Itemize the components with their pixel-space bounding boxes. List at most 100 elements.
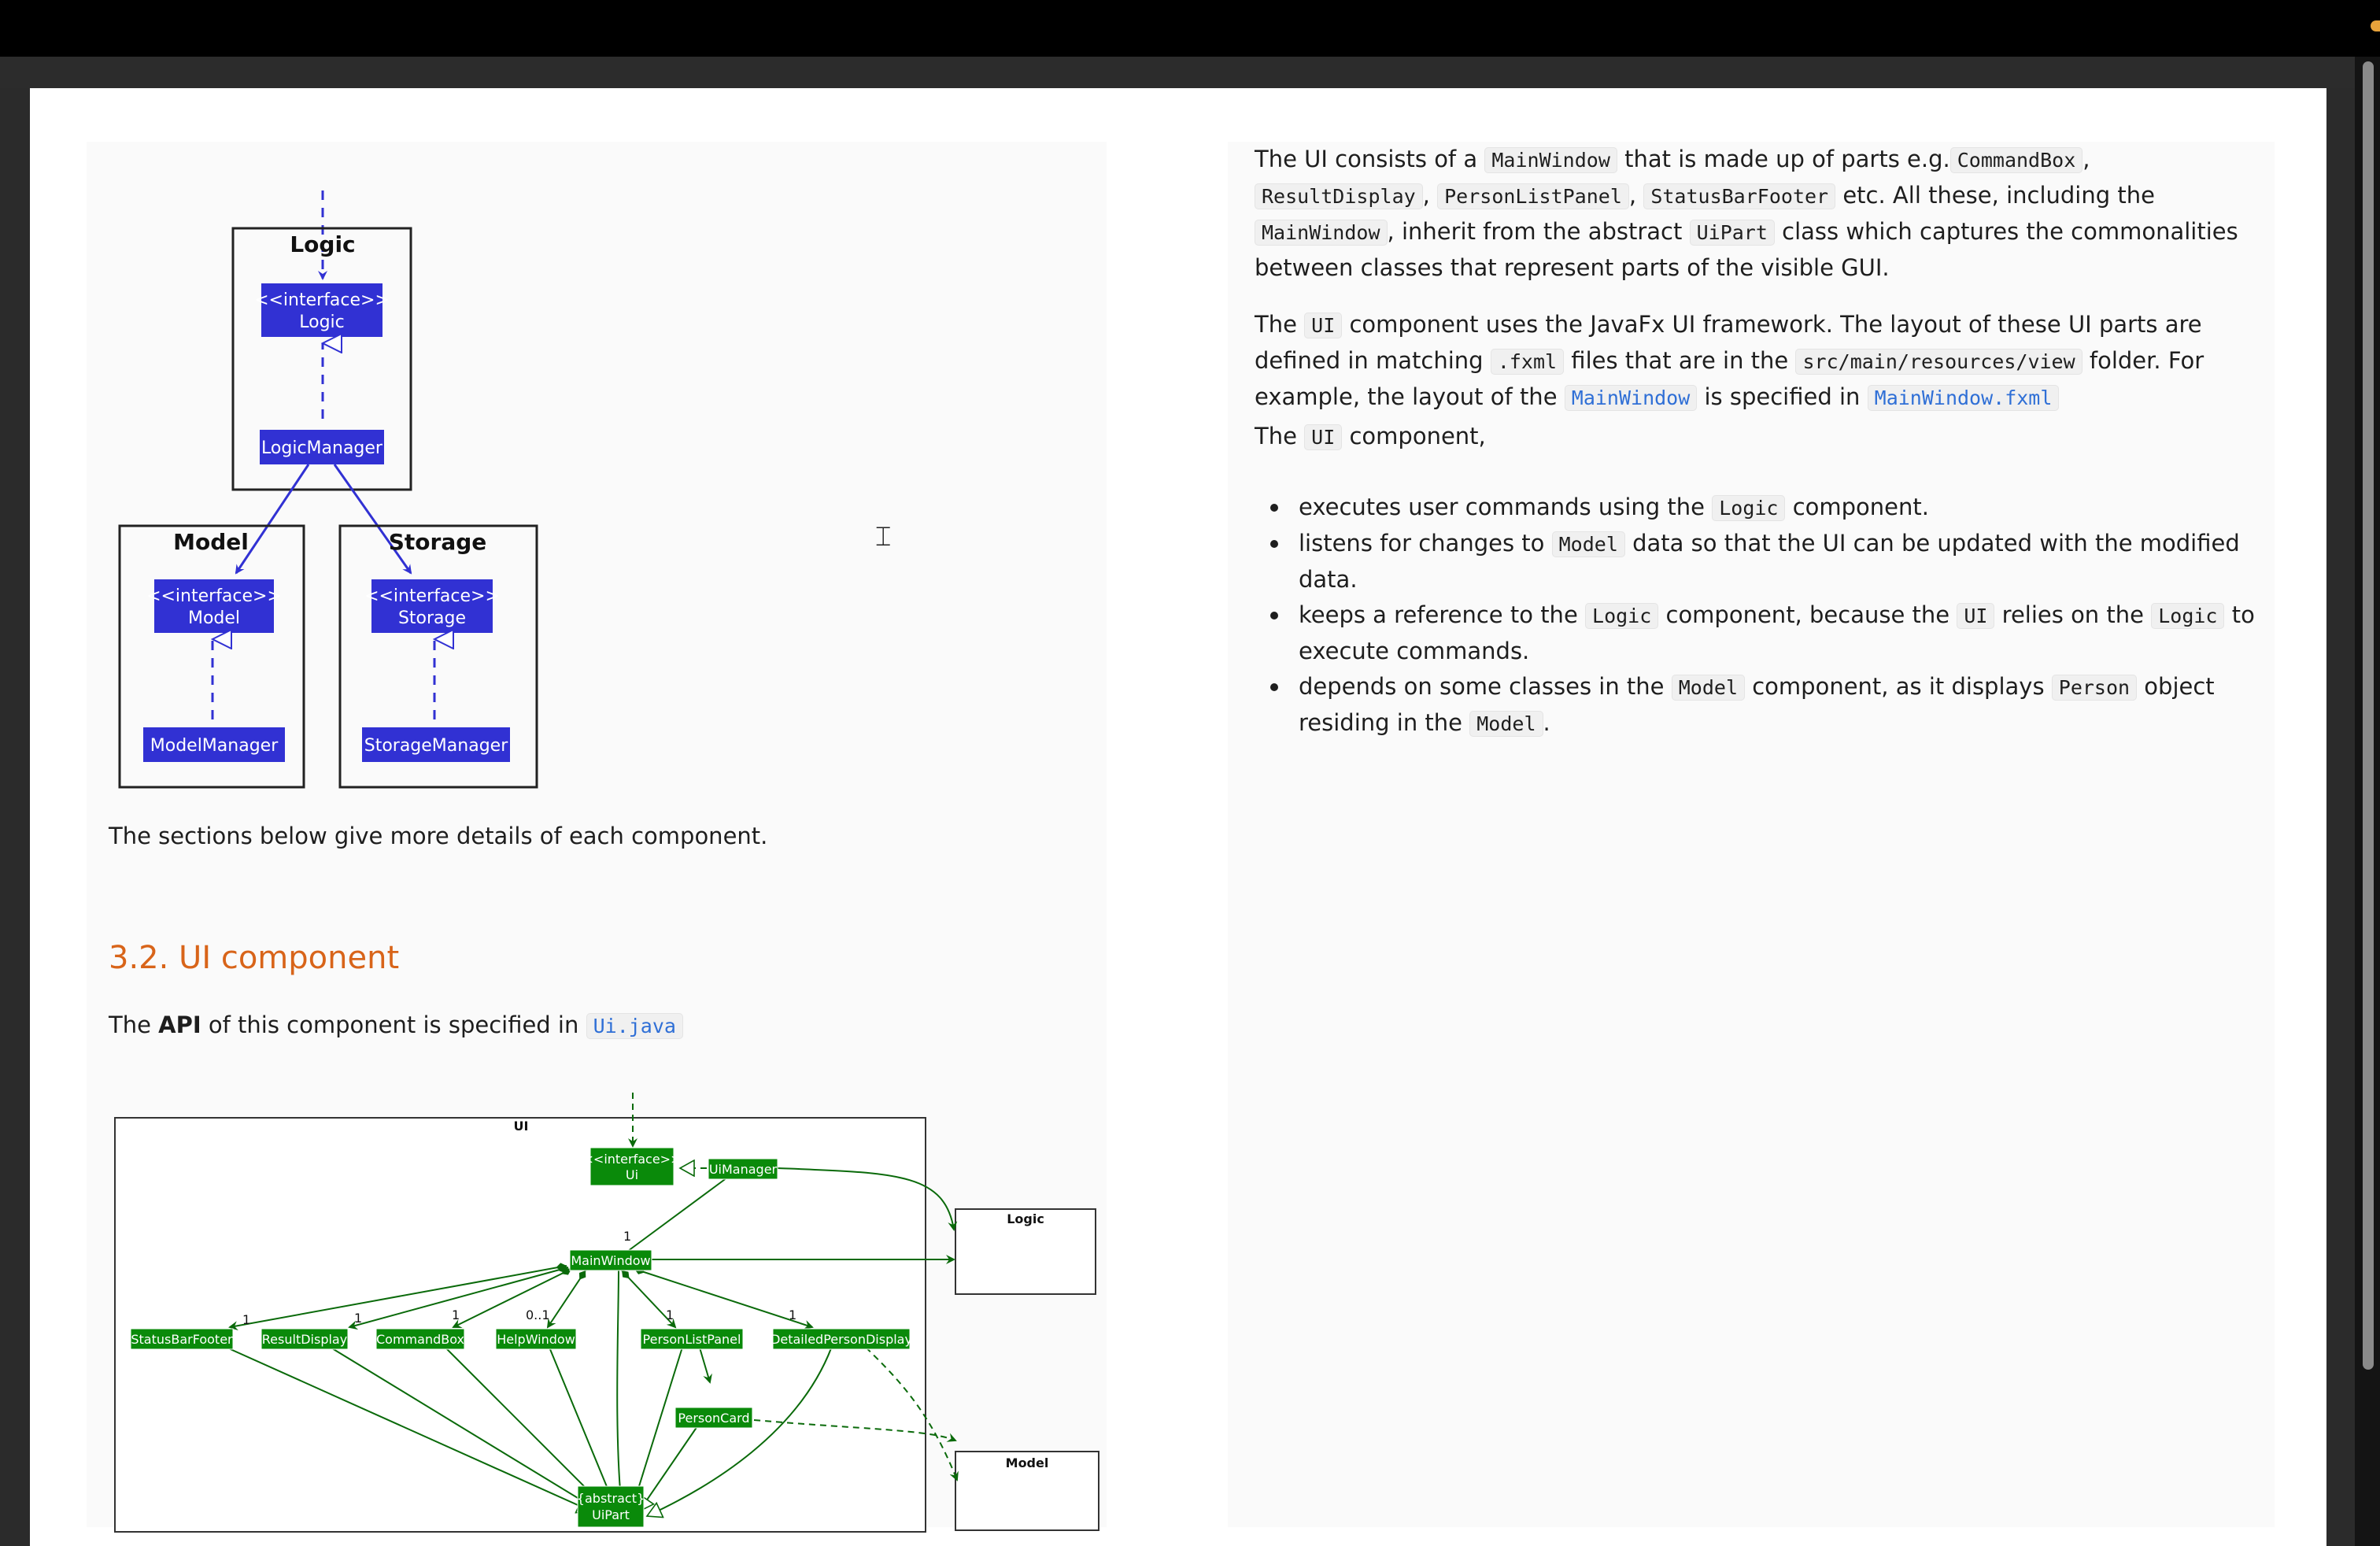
storage-manager-box — [362, 727, 510, 762]
svg-text:UiManager: UiManager — [709, 1162, 778, 1177]
svg-text:ResultDisplay: ResultDisplay — [262, 1332, 347, 1347]
uimanager-box — [708, 1158, 778, 1180]
logic-interface-box — [261, 283, 382, 337]
detailedpersondisplay-box — [772, 1328, 911, 1350]
inline-code: Model — [1469, 711, 1543, 737]
list-item: keeps a reference to the Logic component… — [1255, 597, 2262, 669]
svg-text:Ui: Ui — [626, 1167, 638, 1182]
svg-text:Storage: Storage — [398, 608, 466, 628]
svg-text:<<interface>>: <<interface>> — [364, 586, 500, 606]
logic-to-model-arrow — [235, 464, 310, 575]
svg-text:<<interface>>: <<interface>> — [583, 1152, 682, 1167]
model-box — [955, 1451, 1099, 1531]
svg-text:CommandBox: CommandBox — [376, 1332, 464, 1347]
api-sentence: The API of this component is specified i… — [109, 1008, 683, 1044]
svg-text:1: 1 — [452, 1307, 460, 1322]
logic-box — [955, 1208, 1096, 1295]
architecture-diagram: Logic <<interface>> Logic LogicManager M… — [118, 190, 538, 789]
inline-code: Model — [1671, 675, 1746, 701]
inline-code: UI — [1304, 313, 1343, 338]
helpwindow-box — [495, 1328, 577, 1350]
personlistpanel-box — [640, 1328, 744, 1350]
model-package-title: Model — [173, 529, 249, 555]
window-top-bar — [0, 0, 2380, 57]
svg-text:0..1: 0..1 — [526, 1307, 550, 1322]
svg-text:MainWindow: MainWindow — [571, 1253, 650, 1268]
svg-text:1: 1 — [666, 1307, 674, 1322]
inline-code: CommandBox — [1949, 147, 2083, 173]
svg-text:Logic: Logic — [1007, 1211, 1044, 1226]
svg-text:StorageManager: StorageManager — [364, 736, 508, 756]
ui-interface-box — [589, 1147, 674, 1186]
svg-text:1: 1 — [242, 1312, 250, 1327]
model-package — [118, 524, 305, 789]
storage-package — [338, 524, 538, 789]
intro-paragraph-1: The UI consists of a MainWindow that is … — [1255, 146, 2238, 281]
svg-text:PersonCard: PersonCard — [678, 1411, 749, 1426]
scrollbar-thumb[interactable] — [2363, 61, 2374, 1370]
inline-code: Logic — [1712, 495, 1786, 521]
inline-code: Logic — [2151, 603, 2225, 629]
svg-text:1: 1 — [354, 1311, 362, 1326]
model-manager-box — [143, 727, 285, 762]
inline-code: UI — [1304, 424, 1343, 450]
svg-text:HelpWindow: HelpWindow — [497, 1332, 575, 1347]
intro-paragraph-3: The UI component, — [1255, 423, 1486, 450]
list-item: executes user commands using the Logic c… — [1255, 490, 2262, 526]
inline-code: PersonListPanel — [1437, 183, 1629, 209]
svg-text:{abstract}: {abstract} — [577, 1491, 645, 1506]
logic-manager-box — [260, 430, 384, 464]
list-item: listens for changes to Model data so tha… — [1255, 526, 2262, 597]
inline-code: ResultDisplay — [1255, 183, 1423, 209]
svg-text:ModelManager: ModelManager — [150, 736, 279, 756]
mainwindow-box — [569, 1249, 652, 1271]
svg-text:StatusBarFooter: StatusBarFooter — [131, 1332, 233, 1347]
intro-paragraph-2: The UI component uses the JavaFx UI fram… — [1255, 311, 2204, 411]
resultdisplay-box — [261, 1328, 349, 1350]
code-link[interactable]: MainWindow.fxml — [1867, 385, 2060, 411]
svg-text:<<interface>>: <<interface>> — [254, 290, 390, 310]
uimanager-to-mainwindow-arrow — [617, 1177, 728, 1259]
model-interface-box — [154, 579, 274, 633]
uimanager-to-logic-arrow — [777, 1167, 958, 1231]
svg-text:Logic: Logic — [299, 313, 345, 332]
inline-code: UI — [1957, 603, 1995, 629]
ui-java-link[interactable]: Ui.java — [586, 1013, 683, 1039]
inline-code: MainWindow — [1484, 147, 1617, 173]
section-heading: 3.2. UI component — [109, 940, 400, 976]
inline-code: UiPart — [1689, 220, 1775, 246]
inline-code: Model — [1551, 531, 1625, 557]
inline-code: src/main/resources/view — [1795, 349, 2082, 375]
svg-text:Model: Model — [188, 608, 240, 628]
inline-code: StatusBarFooter — [1643, 183, 1836, 209]
inline-code: Logic — [1585, 603, 1659, 629]
logic-to-storage-arrow — [333, 464, 412, 575]
code-link[interactable]: MainWindow — [1564, 385, 1698, 411]
statusbarfooter-box — [130, 1328, 234, 1350]
uipart-box — [577, 1485, 645, 1528]
right-pane: The UI consists of a MainWindow that is … — [1228, 142, 2275, 1527]
text-cursor-icon: ⌶ — [875, 521, 892, 553]
svg-text:<<interface>>: <<interface>> — [146, 586, 282, 606]
ui-class-diagram: .g { stroke:#0a6a0a; stroke-width:2; fil… — [114, 1093, 1099, 1533]
svg-text:UI: UI — [514, 1119, 529, 1134]
commandbox-box — [375, 1328, 465, 1350]
inline-code: MainWindow — [1255, 220, 1388, 246]
svg-text:PersonListPanel: PersonListPanel — [643, 1332, 741, 1347]
personcard-box — [674, 1407, 753, 1429]
svg-text:1: 1 — [623, 1229, 631, 1244]
window-toolbar-band — [0, 57, 2380, 88]
sections-intro-text: The sections below give more details of … — [109, 823, 768, 849]
svg-text:LogicManager: LogicManager — [261, 438, 383, 458]
svg-text:Model: Model — [1006, 1455, 1049, 1470]
logic-package-title: Logic — [290, 231, 355, 257]
inline-code: .fxml — [1490, 349, 1565, 375]
responsibilities-list: executes user commands using the Logic c… — [1255, 490, 2262, 742]
notification-dot — [2371, 20, 2380, 31]
list-item: depends on some classes in the Model com… — [1255, 669, 2262, 742]
svg-text:DetailedPersonDisplay: DetailedPersonDisplay — [771, 1332, 912, 1347]
inline-code: Person — [2051, 675, 2138, 701]
svg-text:1: 1 — [789, 1307, 796, 1322]
logic-package — [231, 227, 412, 491]
svg-text:UiPart: UiPart — [592, 1507, 630, 1522]
